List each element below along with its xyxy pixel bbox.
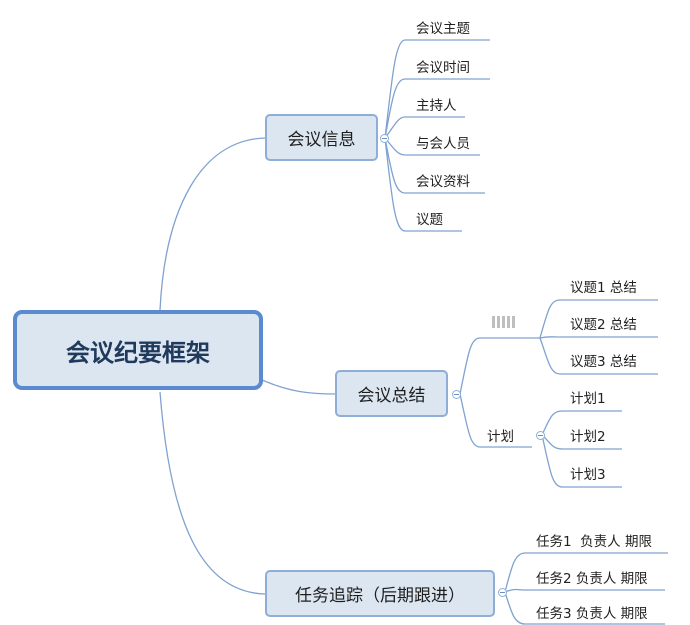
plan-item-2[interactable]: 计划2 bbox=[570, 429, 606, 445]
collapse-summary-icon[interactable] bbox=[452, 390, 461, 399]
task-item-3[interactable]: 任务3 负责人 期限 bbox=[536, 606, 648, 622]
connector-topic-2 bbox=[539, 336, 658, 339]
plan-item-1[interactable]: 计划1 bbox=[570, 391, 606, 407]
root-node[interactable]: 会议纪要框架 bbox=[13, 310, 263, 390]
info-item-1[interactable]: 会议主题 bbox=[416, 21, 470, 37]
connector-info-5 bbox=[384, 137, 485, 194]
connector-topic-3 bbox=[539, 337, 658, 375]
connector-plan-3 bbox=[541, 434, 622, 488]
info-item-3[interactable]: 主持人 bbox=[416, 98, 457, 114]
connector-info-3 bbox=[384, 116, 465, 139]
task-item-1[interactable]: 任务1 负责人 期限 bbox=[536, 534, 652, 550]
connector-root-tasks bbox=[159, 391, 266, 595]
root-label: 会议纪要框架 bbox=[66, 338, 210, 367]
connector-summary-topics bbox=[459, 337, 540, 395]
branch-summary-label: 会议总结 bbox=[357, 386, 426, 406]
connector-info-2 bbox=[384, 78, 490, 139]
plan-item-3[interactable]: 计划3 bbox=[570, 467, 606, 483]
summary-topic-3[interactable]: 议题3 总结 bbox=[570, 354, 637, 370]
collapse-info-icon[interactable] bbox=[380, 134, 389, 143]
task-item-2[interactable]: 任务2 负责人 期限 bbox=[536, 571, 648, 587]
connector-task-2 bbox=[504, 588, 665, 593]
summary-topic-1[interactable]: 议题1 总结 bbox=[570, 280, 637, 296]
branch-info-label: 会议信息 bbox=[287, 130, 356, 150]
branch-tasks-label: 任务追踪（后期跟进） bbox=[295, 586, 465, 606]
info-item-2[interactable]: 会议时间 bbox=[416, 60, 470, 76]
plan-label[interactable]: 计划 bbox=[487, 429, 514, 445]
connector-root-summary bbox=[261, 379, 336, 395]
branch-info-node[interactable]: 会议信息 bbox=[265, 114, 378, 161]
connector-task-1 bbox=[504, 552, 668, 593]
info-item-6[interactable]: 议题 bbox=[416, 212, 443, 228]
branch-summary-node[interactable]: 会议总结 bbox=[335, 370, 448, 417]
connector-topic-1 bbox=[539, 299, 658, 339]
collapse-plan-icon[interactable] bbox=[536, 431, 545, 440]
connector-info-1 bbox=[384, 39, 490, 139]
connector-task-3 bbox=[504, 591, 665, 625]
connector-summary-plan bbox=[459, 393, 532, 448]
summary-topic-2[interactable]: 议题2 总结 bbox=[570, 317, 637, 333]
collapse-tasks-icon[interactable] bbox=[498, 588, 507, 597]
connector-plan-1 bbox=[541, 410, 622, 436]
branch-tasks-node[interactable]: 任务追踪（后期跟进） bbox=[265, 570, 495, 617]
connector-info-6 bbox=[384, 137, 462, 232]
collapsed-topic-icon bbox=[492, 316, 518, 328]
info-item-5[interactable]: 会议资料 bbox=[416, 174, 470, 190]
connector-root-info bbox=[159, 137, 266, 311]
info-item-4[interactable]: 与会人员 bbox=[416, 136, 470, 152]
